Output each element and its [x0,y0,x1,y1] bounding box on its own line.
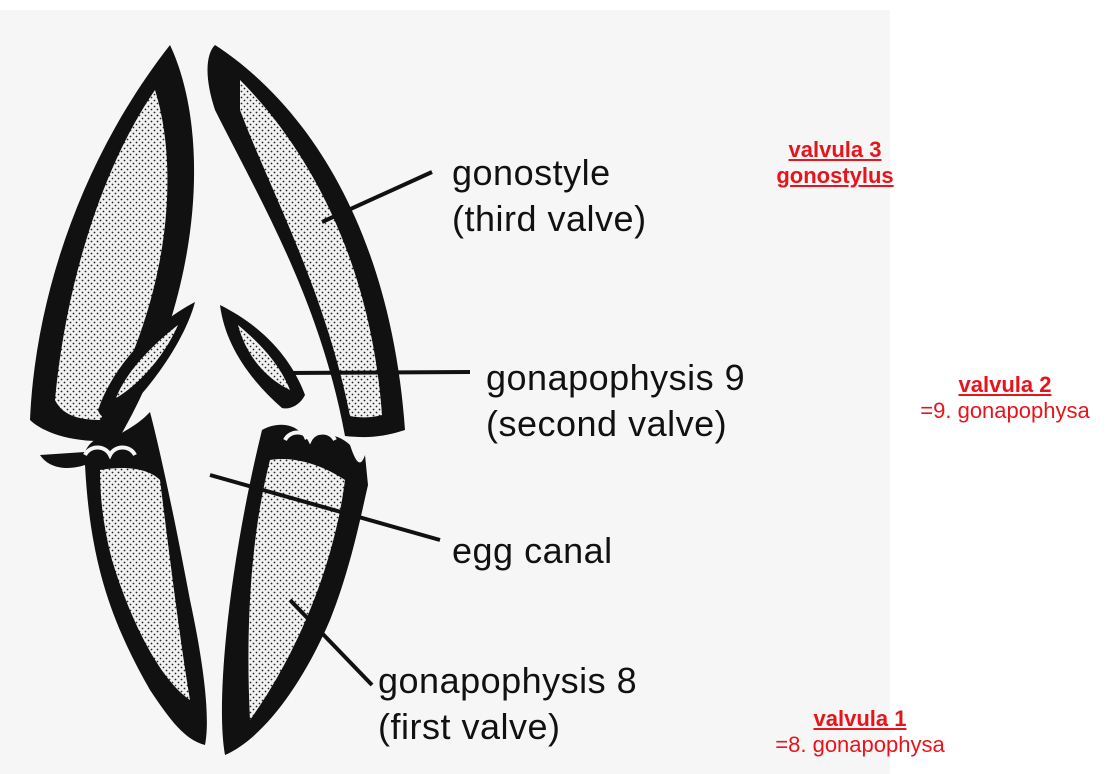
annotation-valvula-3: valvula 3 gonostylus [765,137,905,189]
label-egg-canal-line1: egg canal [452,528,613,574]
annotation-valvula-2-heading: valvula 2 [905,372,1105,398]
annotation-valvula-2-note: =9. gonapophysa [905,398,1105,424]
annotation-valvula-1: valvula 1 =8. gonapophysa [750,706,970,758]
label-gonostyle-line1: gonostyle [452,150,647,196]
label-gonapophysis-8: gonapophysis 8 (first valve) [378,658,637,750]
label-egg-canal: egg canal [452,528,613,574]
annotation-valvula-3-heading: valvula 3 [765,137,905,163]
label-gonostyle-line2: (third valve) [452,196,647,242]
label-gonapophysis-9-line1: gonapophysis 9 [486,355,745,401]
right-third-valve [208,45,406,437]
label-gonapophysis-9-line2: (second valve) [486,401,745,447]
label-gonapophysis-8-line2: (first valve) [378,704,637,750]
left-first-valve [40,412,207,745]
right-second-valve [220,305,305,408]
label-gonostyle: gonostyle (third valve) [452,150,647,242]
annotation-valvula-3-subheading: gonostylus [765,163,905,189]
label-gonapophysis-8-line1: gonapophysis 8 [378,658,637,704]
label-gonapophysis-9: gonapophysis 9 (second valve) [486,355,745,447]
annotation-valvula-1-note: =8. gonapophysa [750,732,970,758]
annotation-valvula-2: valvula 2 =9. gonapophysa [905,372,1105,424]
leader-gonapophysis-9 [285,372,470,373]
right-first-valve [222,425,368,755]
annotation-valvula-1-heading: valvula 1 [750,706,970,732]
